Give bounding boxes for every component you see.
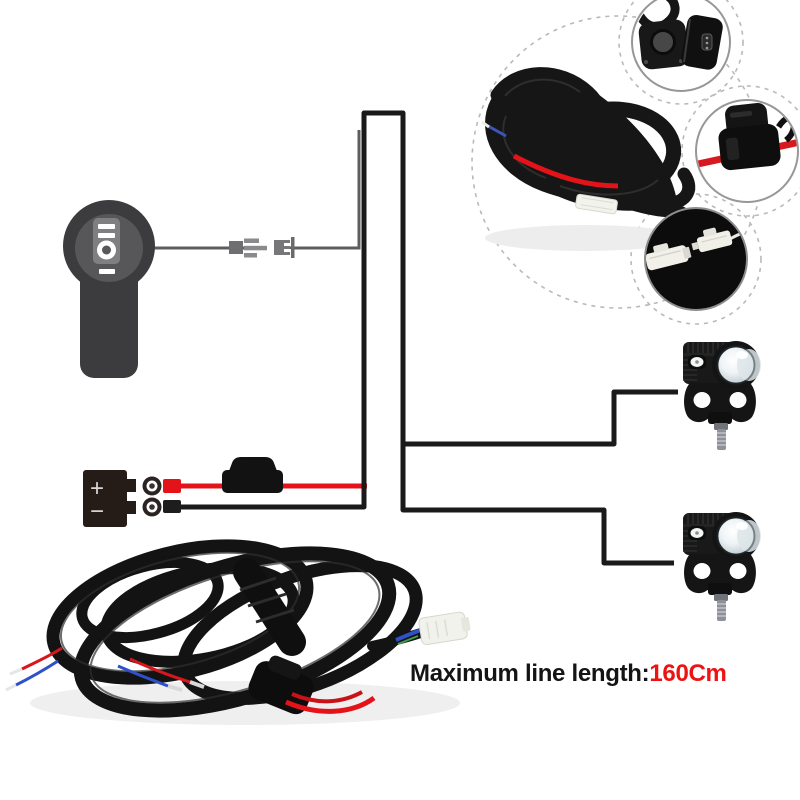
inset-connectors (644, 207, 748, 311)
wiring-diagram-lines (148, 110, 678, 566)
positive-connector-block (163, 479, 181, 493)
max-line-length-caption: Maximum line length:160Cm (410, 660, 727, 688)
caption-value: 160Cm (649, 660, 727, 687)
dashed-ring-fuse (681, 85, 800, 217)
battery-positive-label: + (90, 475, 104, 502)
fuse-holder-icon (222, 457, 283, 493)
switch-wire-gray (148, 130, 361, 250)
branch-line-upper-light (403, 389, 678, 447)
wiring-harness-photo-top (481, 67, 696, 251)
switch-button-bottom-icon (99, 269, 115, 274)
switch-button-middle-icon (97, 240, 116, 260)
handlebar-switch-illustration (63, 200, 155, 378)
dashed-ring-mount (618, 0, 744, 105)
handlebar-mount-clamp-photo (634, 0, 723, 70)
switch-button-top-icon (98, 224, 115, 238)
wiring-harness-photo-bottom (5, 539, 471, 725)
negative-connector-block (163, 500, 181, 513)
ring-terminal-negative-icon (142, 497, 162, 517)
led-spotlight-photo-upper (682, 340, 762, 451)
dashed-ring-connectors (630, 193, 762, 325)
led-spotlight-photo-lower (682, 511, 762, 622)
battery-negative-label: − (90, 498, 104, 525)
red-wire-in-bottom-photo (284, 695, 376, 714)
connector-pair-icon (229, 237, 295, 258)
inset-fuse-holder (695, 99, 799, 203)
inset-handlebar-mount (631, 0, 731, 92)
fuse-holder-in-photo (248, 655, 314, 715)
white-connector-in-bottom-photo (418, 611, 471, 646)
main-harness-line (181, 110, 406, 510)
branch-line-lower-light (400, 444, 674, 566)
red-wire-in-photo (512, 153, 619, 189)
battery-block (83, 470, 127, 527)
caption-label: Maximum line length: (410, 660, 650, 687)
white-connector-in-photo (575, 193, 618, 215)
battery-and-fuse: + − (83, 457, 283, 527)
ring-terminal-positive-icon (142, 476, 162, 496)
